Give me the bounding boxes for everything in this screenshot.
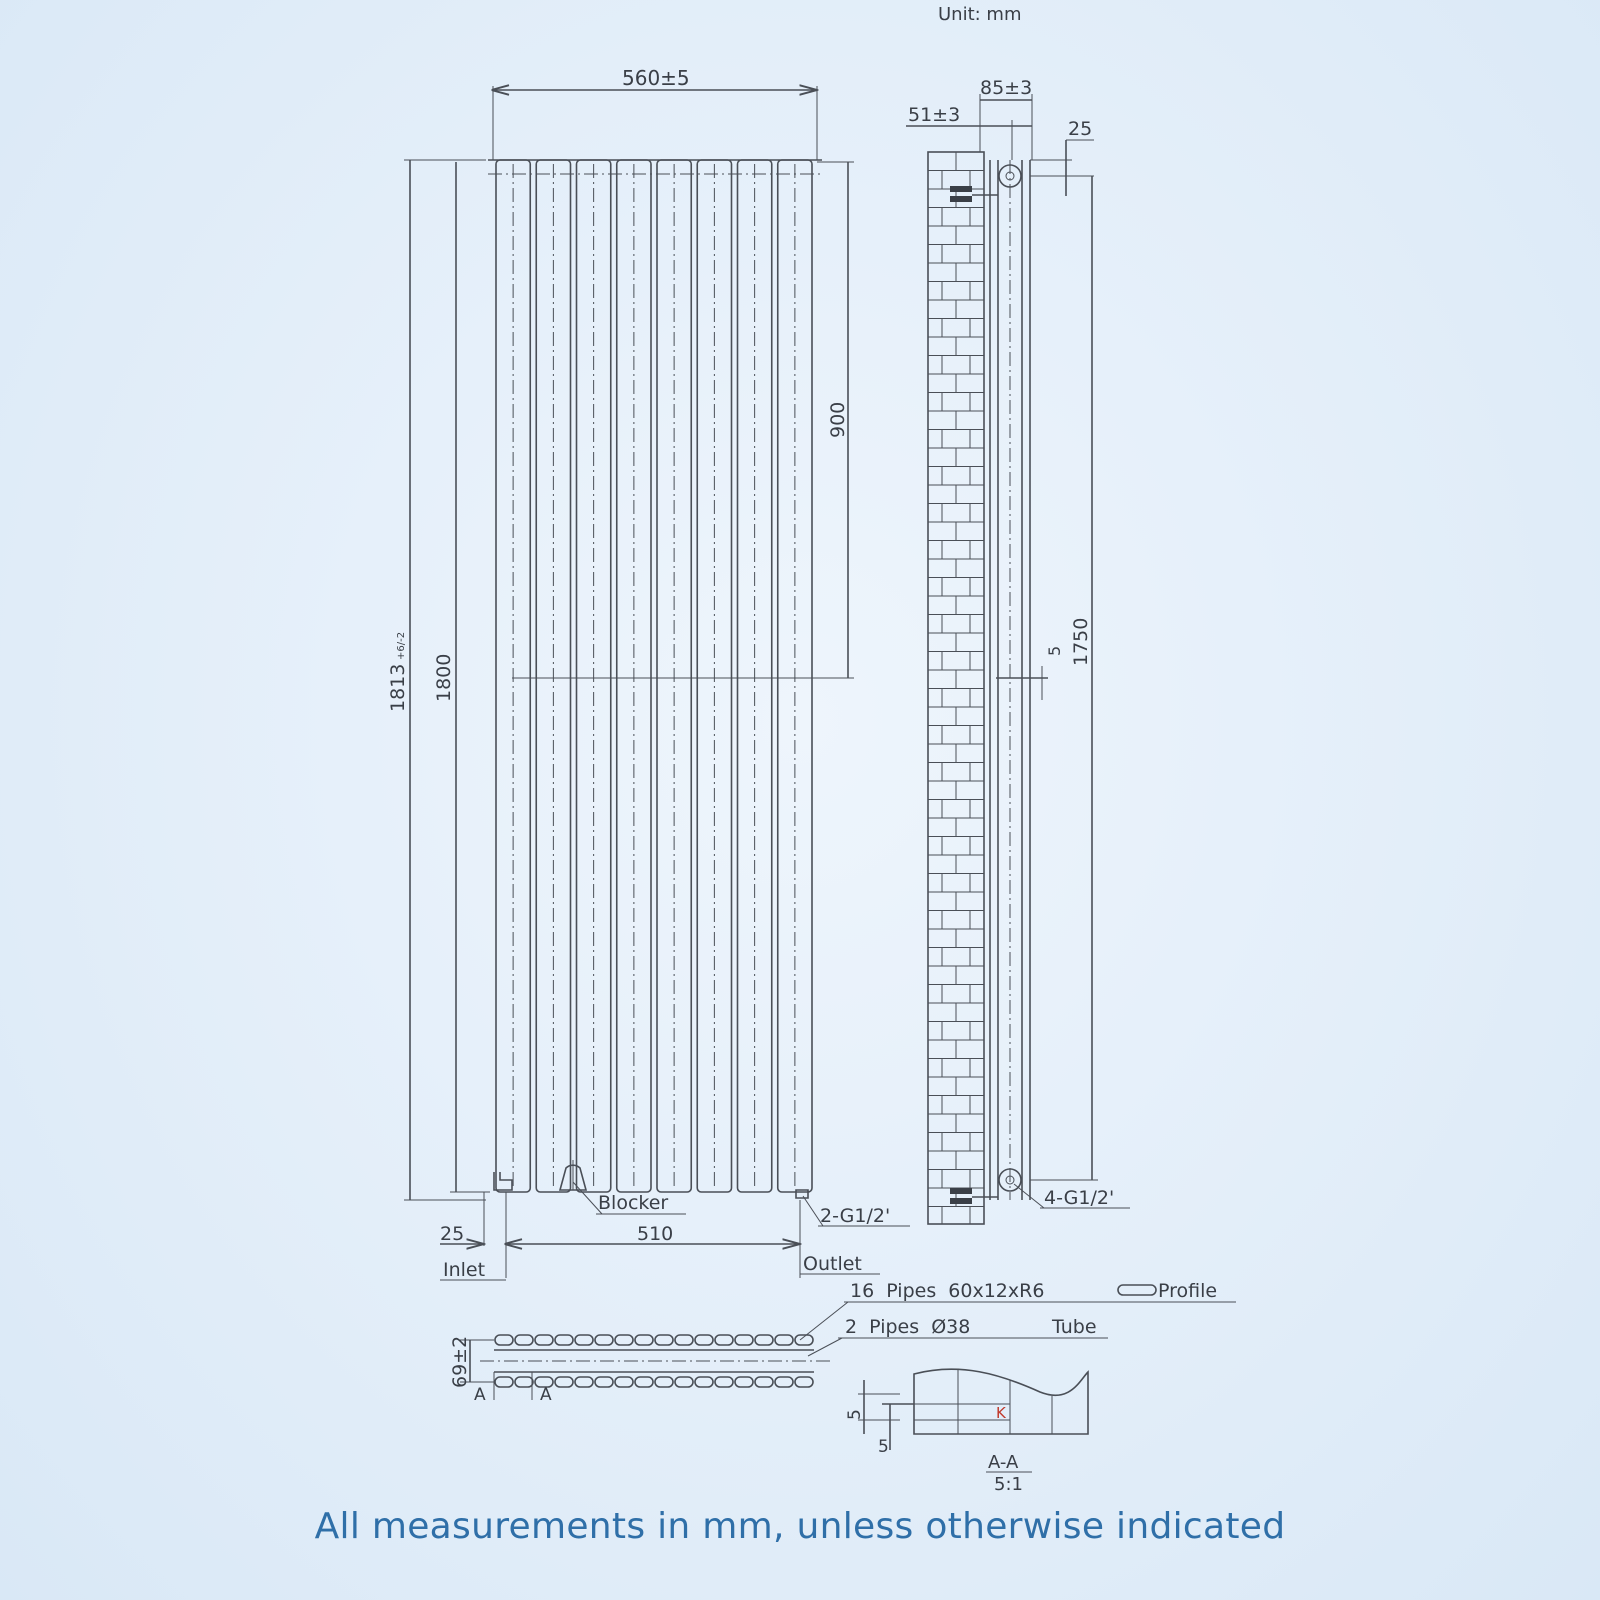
- measurements-caption: All measurements in mm, unless otherwise…: [314, 1506, 1286, 1547]
- profile-tube: [654, 1376, 674, 1388]
- profile-label: Profile: [1158, 1280, 1217, 1302]
- section-mark-k: K: [996, 1404, 1007, 1422]
- front-view: 560±5 1813 +6/-2 1800 900 Blocker 2-G1/2…: [387, 66, 910, 1281]
- profile-tube: [554, 1334, 574, 1346]
- profile-tube: [694, 1376, 714, 1388]
- blocker-label: Blocker: [598, 1192, 668, 1214]
- profile-tube: [774, 1376, 794, 1388]
- profile-tube: [594, 1376, 614, 1388]
- overall-height-dimension: 1813: [387, 664, 409, 712]
- radiator-columns: [488, 159, 822, 1193]
- profile-tube: [794, 1376, 814, 1388]
- profile-tube: [534, 1334, 554, 1346]
- profile-tube: [594, 1334, 614, 1346]
- width-dimension: 560±5: [622, 66, 690, 90]
- side-connections-label: 4-G1/2': [1044, 1187, 1114, 1209]
- profile-tube: [734, 1334, 754, 1346]
- pipes-label: 16 Pipes 60x12xR6: [850, 1280, 1044, 1302]
- section-dimension-horizontal: 5: [878, 1437, 889, 1457]
- profile-tube: [494, 1376, 514, 1388]
- inlet-offset-dimension: 25: [440, 1223, 464, 1245]
- profile-tube: [634, 1376, 654, 1388]
- profile-tube: [774, 1334, 794, 1346]
- unit-label: Unit: mm: [938, 4, 1022, 25]
- wall-gap-dimension: 51±3: [908, 104, 960, 126]
- top-offset-dimension: 25: [1068, 118, 1092, 140]
- profile-tube: [614, 1334, 634, 1346]
- profile-tube: [554, 1376, 574, 1388]
- profile-tube: [754, 1334, 774, 1346]
- profile-tube: [754, 1376, 774, 1388]
- profile-tube: [634, 1334, 654, 1346]
- side-depth-dimension: 85±3: [980, 77, 1032, 99]
- profile-tube: [714, 1334, 734, 1346]
- bracket-spacing-dimension: 1750: [1070, 618, 1092, 666]
- profile-tube: [614, 1376, 634, 1388]
- outlet-connection-label: 2-G1/2': [820, 1205, 890, 1227]
- tube-label: Tube: [1051, 1316, 1097, 1338]
- profile-tubes: [494, 1334, 814, 1388]
- profile-tube: [494, 1334, 514, 1346]
- profile-tube: [674, 1334, 694, 1346]
- section-dimension-vertical: 5: [845, 1409, 865, 1420]
- overall-height-tolerance: +6/-2: [396, 632, 407, 660]
- half-height-dimension: 900: [827, 402, 849, 438]
- profile-tube: [694, 1334, 714, 1346]
- pipe-spacing-dimension: 510: [637, 1223, 673, 1245]
- inlet-label: Inlet: [443, 1259, 485, 1281]
- section-detail: 5 5 K A-A 5:1: [845, 1368, 1089, 1495]
- section-mark-left: A: [474, 1385, 486, 1405]
- plan-view: 69±2 A A 16 Pipes 60x12xR6 Profile 2 Pip…: [449, 1280, 1236, 1405]
- plan-depth-dimension: 69±2: [449, 1336, 471, 1388]
- profile-tube: [714, 1376, 734, 1388]
- profile-tube: [514, 1376, 534, 1388]
- profile-tube: [674, 1376, 694, 1388]
- outlet-label: Outlet: [803, 1253, 862, 1275]
- profile-tube: [534, 1376, 554, 1388]
- profile-tube: [514, 1334, 534, 1346]
- profile-tube: [574, 1334, 594, 1346]
- small-side-dimension: 5: [1045, 646, 1064, 656]
- side-view: 85±3 51±3 25 1750 5 4-G1/2': [906, 77, 1130, 1225]
- profile-tube: [794, 1334, 814, 1346]
- section-mark-right: A: [540, 1385, 552, 1405]
- profile-tube: [574, 1376, 594, 1388]
- profile-tube: [734, 1376, 754, 1388]
- tube-pipes-label: 2 Pipes Ø38: [845, 1316, 970, 1338]
- section-title: A-A: [988, 1452, 1019, 1473]
- section-scale: 5:1: [994, 1474, 1023, 1495]
- height-dimension: 1800: [433, 654, 455, 702]
- wall-bricks: [928, 152, 984, 1224]
- profile-tube: [654, 1334, 674, 1346]
